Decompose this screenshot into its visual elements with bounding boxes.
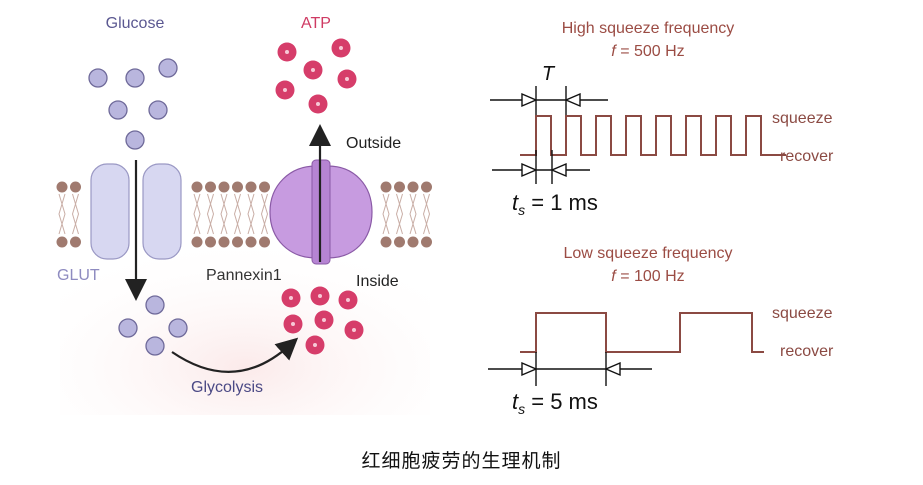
lipid-head (191, 236, 203, 248)
atp-molecule-highlight (352, 328, 356, 332)
lipid-tail (233, 193, 242, 235)
low-squeeze-label: squeeze (772, 305, 833, 322)
atp-molecule-highlight (345, 77, 349, 81)
lipid-tail (260, 193, 269, 235)
pannexin1-channel (269, 124, 373, 265)
low-squeeze-duration-dimension (488, 352, 652, 386)
high-frequency-waveform-panel: High squeeze frequency f = 500 Hz T sque… (490, 20, 834, 218)
lipid-head (407, 181, 419, 193)
lipid-head (421, 181, 432, 193)
lipid-tail (71, 193, 80, 235)
atp-molecule-highlight (291, 322, 295, 326)
high-squeeze-duration-dimension (492, 150, 590, 184)
lipid-tail (382, 193, 390, 235)
lipid-head (407, 236, 419, 248)
lipid-head (70, 181, 81, 193)
lipid-head (394, 181, 405, 193)
pannexin1-label: Pannexin1 (206, 267, 282, 284)
lipid-head (259, 236, 270, 248)
lipid-head (421, 236, 432, 248)
high-recover-label: recover (780, 148, 834, 165)
atp-molecule-highlight (339, 46, 343, 50)
lipid-tail (58, 193, 66, 235)
atp-molecule-highlight (322, 318, 326, 322)
glycolysis-arrow (171, 337, 299, 373)
inside-label: Inside (356, 273, 399, 290)
lipid-tail (409, 193, 417, 235)
lipid-head (245, 236, 257, 248)
lipid-tail (395, 193, 404, 235)
lipid-head (218, 181, 230, 193)
glucose-molecule (118, 318, 138, 338)
low-frequency-waveform-panel: Low squeeze frequency f = 100 Hz squeeze… (488, 245, 834, 417)
period-label: T (542, 63, 556, 85)
figure-caption: 红细胞疲劳的生理机制 (361, 450, 562, 472)
glucose-molecule (168, 318, 188, 338)
low-frequency-square-wave (520, 312, 764, 353)
lipid-tail (206, 193, 215, 235)
atp-molecule-highlight (313, 343, 317, 347)
high-frequency-title: High squeeze frequency (562, 20, 735, 37)
atp-molecule-highlight (311, 68, 315, 72)
high-frequency-square-wave (520, 115, 786, 156)
glut-label: GLUT (57, 267, 100, 284)
lipid-tail (193, 193, 201, 235)
glucose-molecule (108, 100, 128, 120)
atp-molecules (275, 38, 364, 355)
lipid-head (56, 181, 68, 193)
cell-membrane (56, 181, 432, 248)
low-frequency-title: Low squeeze frequency (564, 245, 733, 262)
atp-molecule-highlight (318, 294, 322, 298)
lipid-head (56, 236, 68, 248)
period-dimension (490, 86, 608, 118)
atp-molecule-highlight (316, 102, 320, 106)
glut-transporter (90, 160, 182, 301)
glucose-molecule (125, 130, 145, 150)
glucose-molecules (88, 58, 188, 356)
lipid-head (245, 181, 257, 193)
glucose-molecule (145, 295, 165, 315)
high-frequency-value: f = 500 Hz (611, 43, 684, 60)
atp-molecule-highlight (285, 50, 289, 54)
atp-molecule-highlight (283, 88, 287, 92)
low-recover-label: recover (780, 343, 834, 360)
lipid-tail (422, 193, 431, 235)
outside-label: Outside (346, 135, 401, 152)
lipid-head (205, 181, 216, 193)
lipid-head (259, 181, 270, 193)
glucose-molecule (125, 68, 145, 88)
cell-metabolism-panel: Glucose ATP Outside Inside GLUT Pannexin… (56, 15, 432, 415)
atp-molecule-highlight (289, 296, 293, 300)
glycolysis-label: Glycolysis (191, 379, 263, 396)
lipid-tail (220, 193, 228, 235)
glucose-molecule (158, 58, 178, 78)
glucose-molecule (148, 100, 168, 120)
low-frequency-value: f = 100 Hz (611, 268, 684, 285)
atp-label: ATP (301, 15, 331, 32)
lipid-head (232, 181, 243, 193)
lipid-head (380, 181, 392, 193)
glucose-label: Glucose (106, 15, 165, 32)
glucose-molecule (88, 68, 108, 88)
lipid-head (232, 236, 243, 248)
lipid-head (70, 236, 81, 248)
lipid-head (380, 236, 392, 248)
lipid-head (191, 181, 203, 193)
atp-molecule-highlight (346, 298, 350, 302)
lipid-head (205, 236, 216, 248)
low-squeeze-duration-label: ts = 5 ms (512, 389, 598, 417)
high-squeeze-duration-label: ts = 1 ms (512, 190, 598, 218)
glucose-molecule (145, 336, 165, 356)
high-squeeze-label: squeeze (772, 110, 833, 127)
lipid-head (394, 236, 405, 248)
lipid-head (218, 236, 230, 248)
lipid-tail (247, 193, 255, 235)
